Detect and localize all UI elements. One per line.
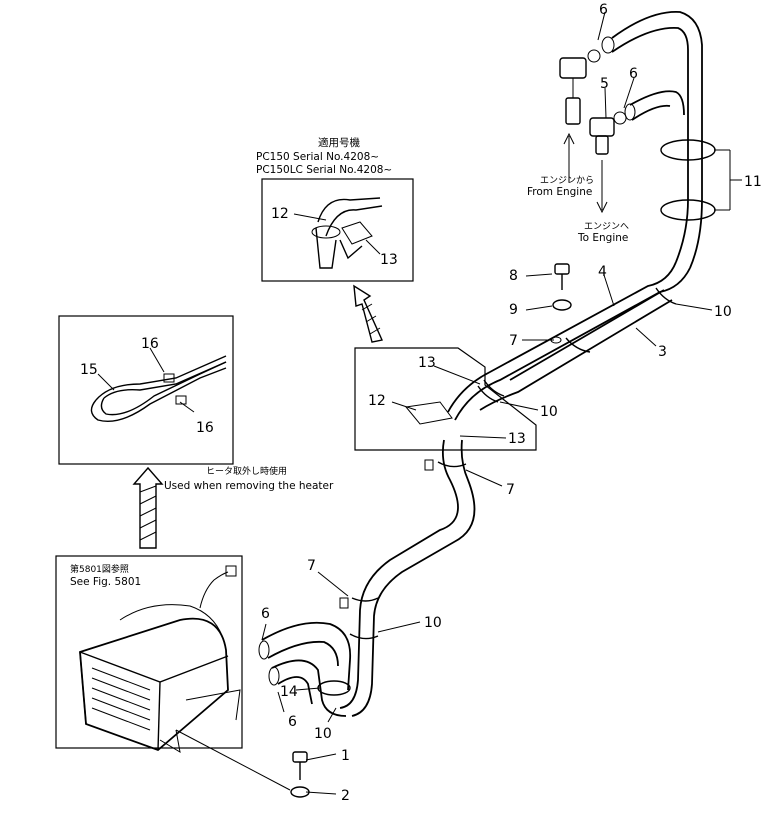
clamp-detail-box: [55, 555, 243, 749]
callout-6-heater-bottom: 6: [288, 714, 297, 730]
callout-13-detail: 13: [380, 252, 398, 268]
callout-16-top: 16: [141, 336, 159, 352]
callout-6-top: 6: [599, 2, 608, 18]
callout-4: 4: [598, 264, 607, 280]
callout-1: 1: [341, 748, 350, 764]
callout-13-box-top: 13: [418, 355, 436, 371]
callout-14: 14: [280, 684, 298, 700]
callout-5: 5: [600, 76, 609, 92]
callout-9: 9: [509, 302, 518, 318]
see-fig-jp: 第5801図参照: [70, 563, 129, 575]
callout-10-box: 10: [540, 404, 558, 420]
removal-detail-box: [58, 315, 234, 465]
bolt-and-washer-upper: [552, 263, 572, 311]
serial-header: 適用号機: [318, 136, 360, 149]
lower-hoses: [258, 439, 476, 717]
callout-10-right: 10: [714, 304, 732, 320]
leader-lines: [97, 11, 742, 795]
removing-note-jp: ヒータ取外し時使用: [206, 465, 287, 477]
callout-6-heater-top: 6: [261, 606, 270, 622]
callout-15: 15: [80, 362, 98, 378]
callout-11: 11: [744, 174, 762, 190]
removing-note-en: Used when removing the heater: [164, 480, 334, 492]
callout-7-upper: 7: [509, 333, 518, 349]
hatched-arrow-up-center: [353, 284, 383, 343]
hose-detail-box: [354, 347, 537, 451]
bolt-and-washer-lower: [290, 751, 310, 798]
to-engine-jp: エンジンへ: [584, 222, 629, 232]
from-engine-en: From Engine: [527, 186, 592, 198]
to-engine-en: To Engine: [577, 232, 628, 244]
serial-line-pc150: PC150 Serial No.4208~: [256, 151, 379, 163]
hatched-arrow-up-left: [132, 466, 164, 549]
callout-12-box: 12: [368, 393, 386, 409]
serial-line-pc150lc: PC150LC Serial No.4208~: [256, 164, 392, 176]
engine-valves: [559, 49, 627, 214]
callout-8: 8: [509, 268, 518, 284]
detail-tag-12: [405, 401, 453, 425]
serial-detail-drawing: [311, 197, 383, 269]
callout-10-bottom: 10: [314, 726, 332, 742]
callout-6-valve: 6: [629, 66, 638, 82]
callout-10-lower: 10: [424, 615, 442, 631]
callout-16-bottom: 16: [196, 420, 214, 436]
callout-12-detail: 12: [271, 206, 289, 222]
removal-detail-drawing: [90, 355, 227, 422]
see-fig-en: See Fig. 5801: [70, 576, 141, 588]
diagonal-hoses: [447, 261, 691, 421]
callout-7-middle: 7: [506, 482, 515, 498]
callout-3: 3: [658, 344, 667, 360]
callout-2: 2: [341, 788, 350, 804]
callout-7-lower: 7: [307, 558, 316, 574]
serial-detail-box: [261, 178, 414, 282]
heater-unit: [79, 565, 291, 791]
callout-13-box-bottom: 13: [508, 431, 526, 447]
from-engine-jp: エンジンから: [540, 175, 594, 186]
